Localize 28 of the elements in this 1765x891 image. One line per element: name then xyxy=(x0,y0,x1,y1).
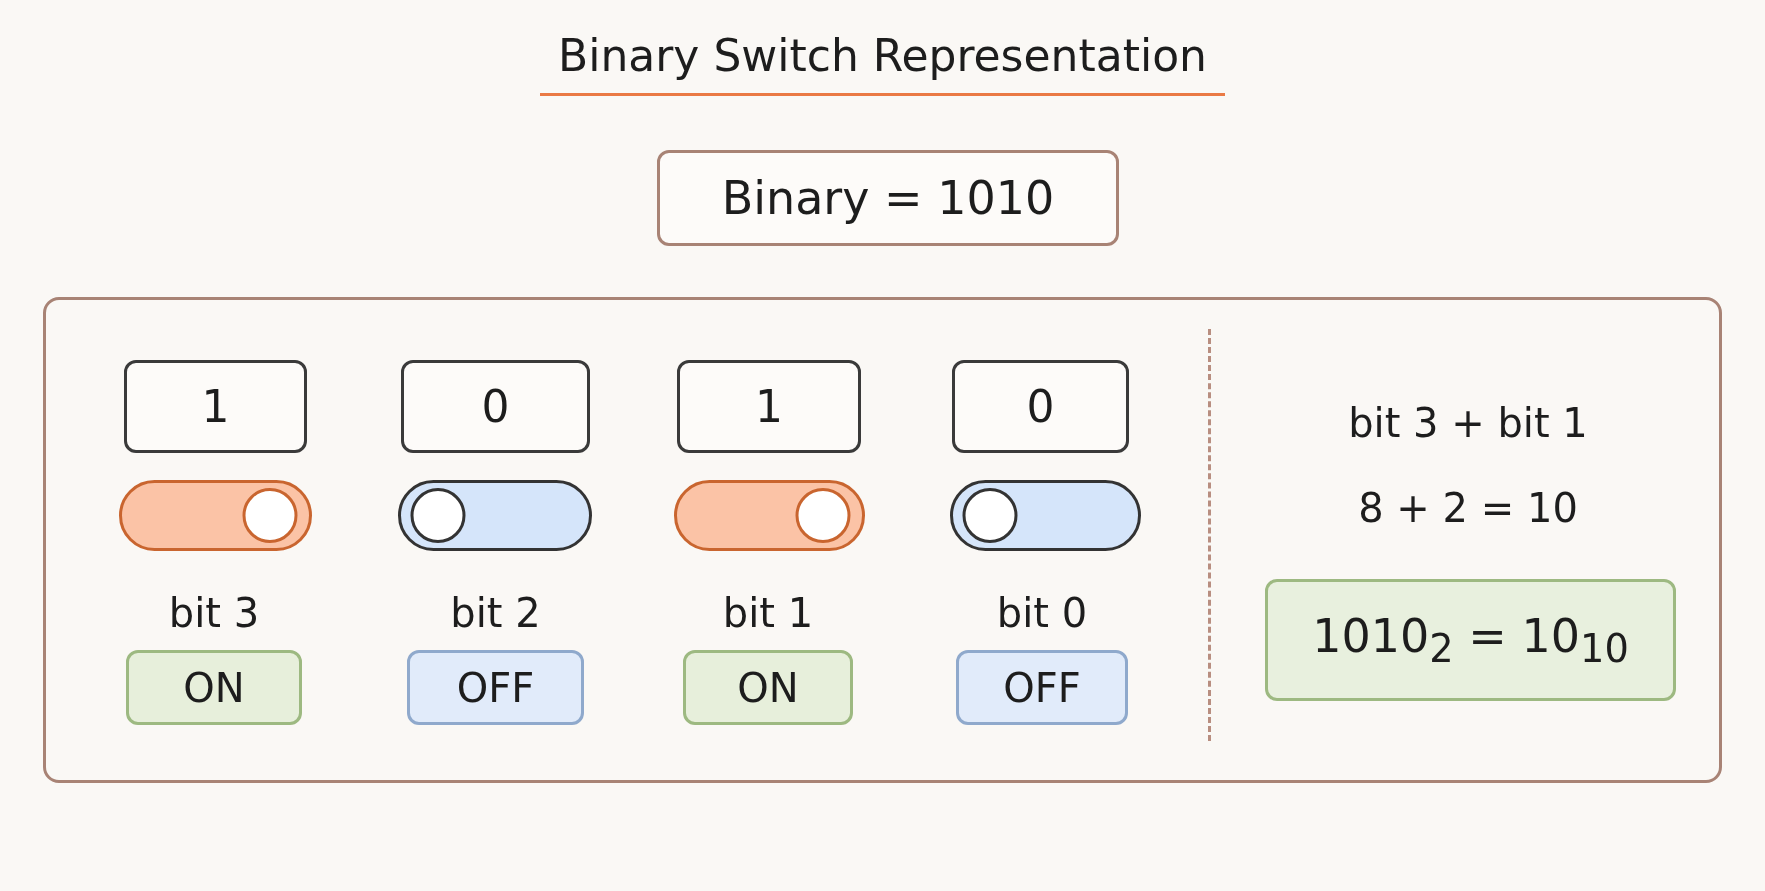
sum-expression: bit 3 + bit 1 xyxy=(1348,400,1588,446)
bit-value-box xyxy=(677,360,861,453)
bit-value: 1 xyxy=(755,381,783,432)
state-badge xyxy=(683,650,853,725)
result-box xyxy=(1265,579,1676,701)
state-label: ON xyxy=(183,664,245,711)
bit-value: 1 xyxy=(201,381,230,432)
switch-panel xyxy=(43,297,1722,783)
state-label: OFF xyxy=(456,664,535,711)
sum-expression: 8 + 2 = 10 xyxy=(1358,485,1578,531)
bit-label: bit 1 xyxy=(722,590,814,636)
bit-value: 0 xyxy=(1026,381,1055,432)
state-label: ON xyxy=(737,664,799,711)
state-badge xyxy=(126,650,302,725)
bit-value: 0 xyxy=(481,381,510,432)
bit-value-box xyxy=(124,360,307,453)
state-badge xyxy=(956,650,1128,725)
binary-value: Binary = 1010 xyxy=(721,171,1055,225)
state-badge xyxy=(407,650,584,725)
bit-label: bit 2 xyxy=(450,590,541,636)
bit-label: bit 0 xyxy=(996,590,1088,636)
state-label: OFF xyxy=(1003,664,1081,711)
conversion-equation: 1010$_{2}$ = 10$_{10}$ xyxy=(1312,608,1629,672)
binary-value-box xyxy=(657,150,1119,246)
bit-value-box xyxy=(401,360,590,453)
bit-label: bit 3 xyxy=(168,590,260,636)
bit-value-box xyxy=(952,360,1129,453)
title: Binary Switch Representation xyxy=(540,30,1225,96)
